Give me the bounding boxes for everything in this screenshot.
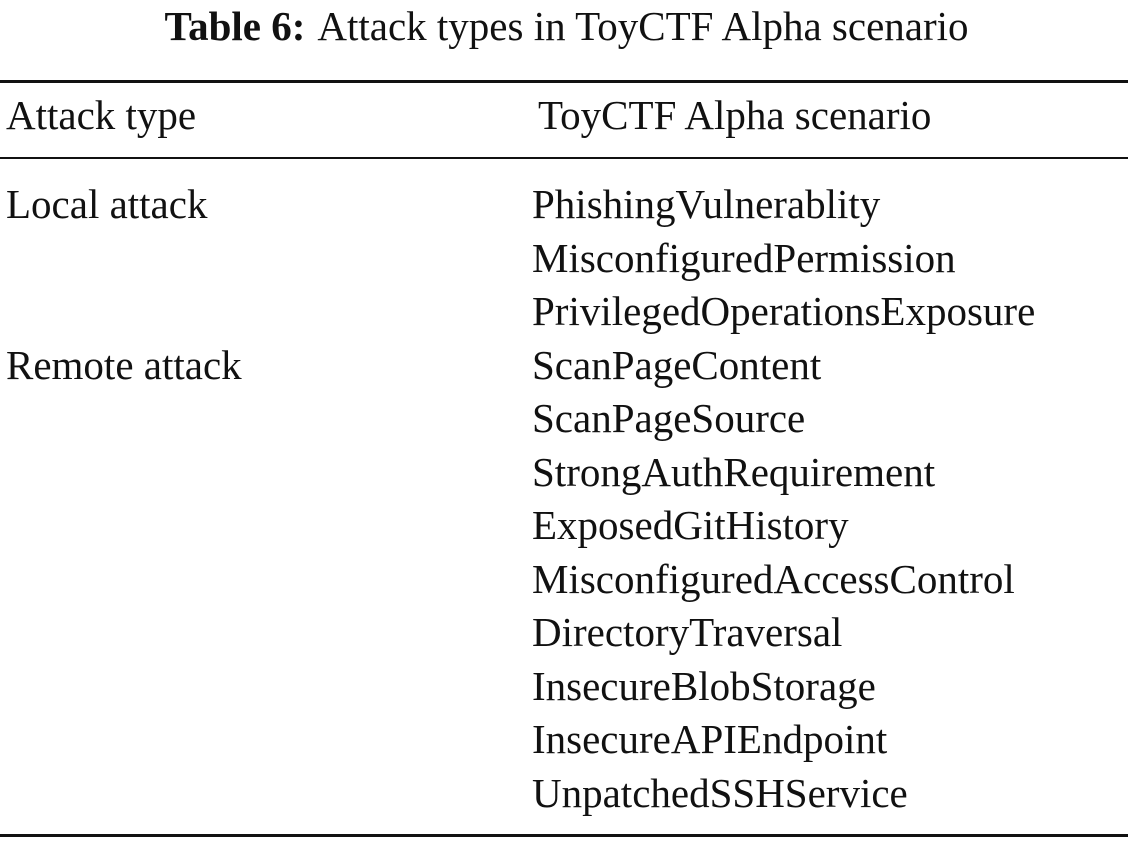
table-row: Local attack PhishingVulnerablity Miscon… [0,178,1133,339]
vulnerability-item: PhishingVulnerablity [532,181,881,227]
vulnerability-item: MisconfiguredPermission [532,234,956,281]
vulnerability-item: PrivilegedOperationsExposure [532,288,1036,334]
attack-type-cell: Local attack [6,181,208,227]
scenario-cell: PhishingVulnerablity MisconfiguredPermis… [532,178,1035,339]
table-caption-label: Table 6: [164,3,306,49]
vulnerability-item: InsecureAPIEndpoint [532,716,888,762]
vulnerability-item: StrongAuthRequirement [532,448,936,495]
table-body: Local attack PhishingVulnerablity Miscon… [0,178,1133,820]
table-top-rule [0,80,1128,83]
table-caption-text: Attack types in ToyCTF Alpha scenario [317,3,969,49]
table-row: Remote attack ScanPageContent ScanPageSo… [0,339,1133,821]
scenario-cell: ScanPageContent ScanPageSource StrongAut… [532,339,1015,821]
vulnerability-item: MisconfiguredAccessControl [532,555,1015,602]
vulnerability-item: ScanPageContent [532,341,822,388]
table-bottom-rule [0,834,1128,837]
column-header-attack-type: Attack type [6,92,197,138]
vulnerability-item: UnpatchedSSHService [532,769,908,816]
table-header-rule [0,157,1128,159]
vulnerability-item: ExposedGitHistory [532,502,849,548]
column-header-scenario: ToyCTF Alpha scenario [538,92,932,138]
vulnerability-item: DirectoryTraversal [532,609,843,655]
vulnerability-item: InsecureBlobStorage [532,662,876,709]
table-caption: Table 6:Attack types in ToyCTF Alpha sce… [0,2,1133,50]
attack-type-cell: Remote attack [6,341,242,388]
vulnerability-item: ScanPageSource [532,395,806,441]
